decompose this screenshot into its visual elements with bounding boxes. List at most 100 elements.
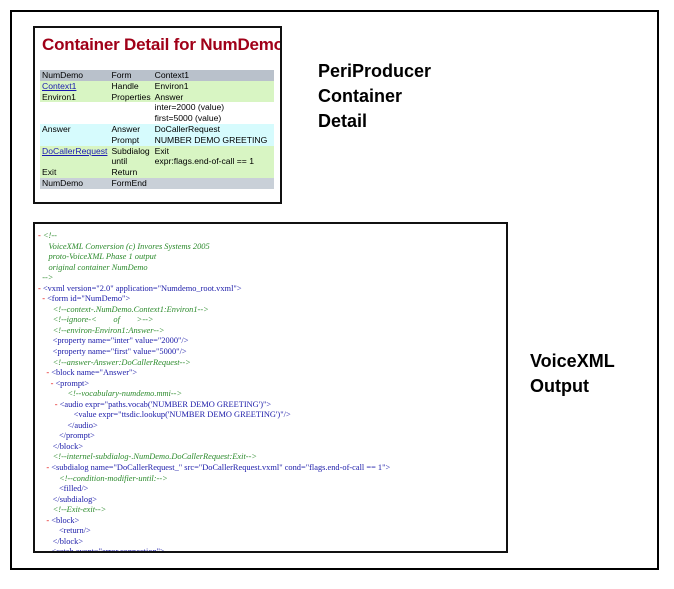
table-cell: Answer <box>152 91 274 103</box>
table-cell <box>152 167 274 178</box>
code-line: <!--ignore-< of >--> <box>38 315 390 326</box>
table-cell: NUMBER DEMO GREETING <box>152 134 274 146</box>
table-cell: NumDemo <box>40 70 110 81</box>
caption-line: PeriProducer <box>318 61 432 81</box>
collapse-marker[interactable]: - <box>38 547 52 553</box>
code-text: </subdialog> <box>38 494 97 504</box>
code-line: <!--vocabulary-numdemo.mmi--> <box>38 389 390 400</box>
code-line: original container NumDemo <box>38 263 390 274</box>
code-line: - <form id="NumDemo"> <box>38 294 390 305</box>
collapse-marker[interactable]: - <box>38 294 48 304</box>
caption-line: VoiceXML <box>530 351 615 371</box>
code-text: </audio> <box>38 420 98 430</box>
table-cell[interactable]: Context1 <box>40 80 110 92</box>
code-text: <subdialog name="DoCallerRequest_" src="… <box>51 463 391 473</box>
code-line: - <block name="Answer"> <box>38 368 390 379</box>
code-text: <block> <box>51 515 80 525</box>
code-text: <block name="Answer"> <box>51 368 138 378</box>
code-line: </block> <box>38 442 390 453</box>
code-line: - <vxml version="2.0" application="Numde… <box>38 284 390 295</box>
code-line: <!--internel-subdialog-.NumDemo.DoCaller… <box>38 452 390 463</box>
code-line: - <block> <box>38 516 390 527</box>
code-line: <return/> <box>38 526 390 537</box>
code-text: <property name="first" value="5000"/> <box>38 347 187 357</box>
code-line: <!--environ-Environ1:Answer--> <box>38 326 390 337</box>
code-line: - <subdialog name="DoCallerRequest_" src… <box>38 463 390 474</box>
code-line: VoiceXML Conversion (c) Invores Systems … <box>38 242 390 253</box>
voicexml-output-panel: - <!-- VoiceXML Conversion (c) Invores S… <box>33 222 508 553</box>
table-cell: Form <box>109 70 153 81</box>
code-line: --> <box>38 273 390 284</box>
code-line: <!--context-.NumDemo.Context1:Environ1--… <box>38 305 390 316</box>
table-cell: Answer <box>40 123 110 135</box>
code-text: </block> <box>38 536 84 546</box>
collapse-marker[interactable]: - <box>38 283 43 293</box>
table-cell <box>152 177 274 189</box>
collapse-marker[interactable]: - <box>38 399 60 409</box>
table-cell <box>40 156 110 168</box>
table-cell: first=5000 (value) <box>152 113 274 124</box>
table-cell: Prompt <box>109 134 153 146</box>
table-row: first=5000 (value) <box>40 113 274 124</box>
table-cell: Exit <box>152 145 274 157</box>
table-cell: Exit <box>40 167 110 178</box>
code-line: <!--answer-Answer:DoCallerRequest--> <box>38 358 390 369</box>
code-line: <property name="first" value="5000"/> <box>38 347 390 358</box>
code-text: <!--vocabulary-numdemo.mmi--> <box>38 389 183 399</box>
code-text: <return/> <box>38 526 91 536</box>
table-cell: until <box>109 156 153 168</box>
table-cell <box>40 113 110 124</box>
code-line: <filled/> <box>38 484 390 495</box>
code-text: <audio expr="paths.vocab('NUMBER DEMO GR… <box>59 399 272 409</box>
code-line: </block> <box>38 537 390 548</box>
code-text: <vxml version="2.0" application="Numdemo… <box>42 283 242 293</box>
code-text: <!--internel-subdialog-.NumDemo.DoCaller… <box>38 452 258 462</box>
code-line: - <!-- <box>38 231 390 242</box>
code-text: <prompt> <box>55 378 90 388</box>
container-detail-title: Container Detail for NumDemo <box>42 35 282 54</box>
table-cell: NumDemo <box>40 177 110 189</box>
table-cell[interactable]: DoCallerRequest <box>40 145 110 157</box>
collapse-marker[interactable]: - <box>38 378 56 388</box>
collapse-marker[interactable]: - <box>38 515 52 525</box>
collapse-marker[interactable]: - <box>38 368 52 378</box>
code-line: - <prompt> <box>38 379 390 390</box>
caption-line: Container <box>318 86 403 106</box>
table-cell: expr:flags.end-of-call == 1 <box>152 156 274 168</box>
table-cell: inter=2000 (value) <box>152 102 274 114</box>
code-text: <!--context-.NumDemo.Context1:Environ1--… <box>38 304 209 314</box>
code-text: <catch event="error.connection"> <box>51 547 165 553</box>
voicexml-code: - <!-- VoiceXML Conversion (c) Invores S… <box>38 231 390 553</box>
collapse-marker[interactable]: - <box>38 231 43 240</box>
table-cell: DoCallerRequest <box>152 123 274 135</box>
code-text: <!-- <box>42 231 57 240</box>
caption-periproducer: PeriProducer Container Detail <box>318 59 431 134</box>
collapse-marker[interactable]: - <box>38 463 52 473</box>
table-cell <box>109 113 153 124</box>
table-cell: Environ1 <box>40 91 110 103</box>
code-text: <form id="NumDemo"> <box>47 294 131 304</box>
code-line: </prompt> <box>38 431 390 442</box>
caption-line: Detail <box>318 111 368 131</box>
code-text: </prompt> <box>38 431 95 441</box>
table-cell: Answer <box>109 123 153 135</box>
code-text: <value expr="ttsdic.lookup('NUMBER DEMO … <box>38 410 291 420</box>
code-text: <property name="inter" value="2000"/> <box>38 336 189 346</box>
code-line: proto-VoiceXML Phase 1 output <box>38 252 390 263</box>
code-text: --> <box>38 273 54 283</box>
code-text: original container NumDemo <box>38 262 148 272</box>
table-cell: Return <box>109 167 153 178</box>
table-cell: FormEnd <box>109 177 153 189</box>
caption-line: Output <box>530 376 589 396</box>
code-text: proto-VoiceXML Phase 1 output <box>38 252 157 262</box>
caption-voicexml: VoiceXML Output <box>530 349 615 399</box>
code-text: <!--condition-modifier-until:--> <box>38 473 168 483</box>
code-line: </audio> <box>38 421 390 432</box>
